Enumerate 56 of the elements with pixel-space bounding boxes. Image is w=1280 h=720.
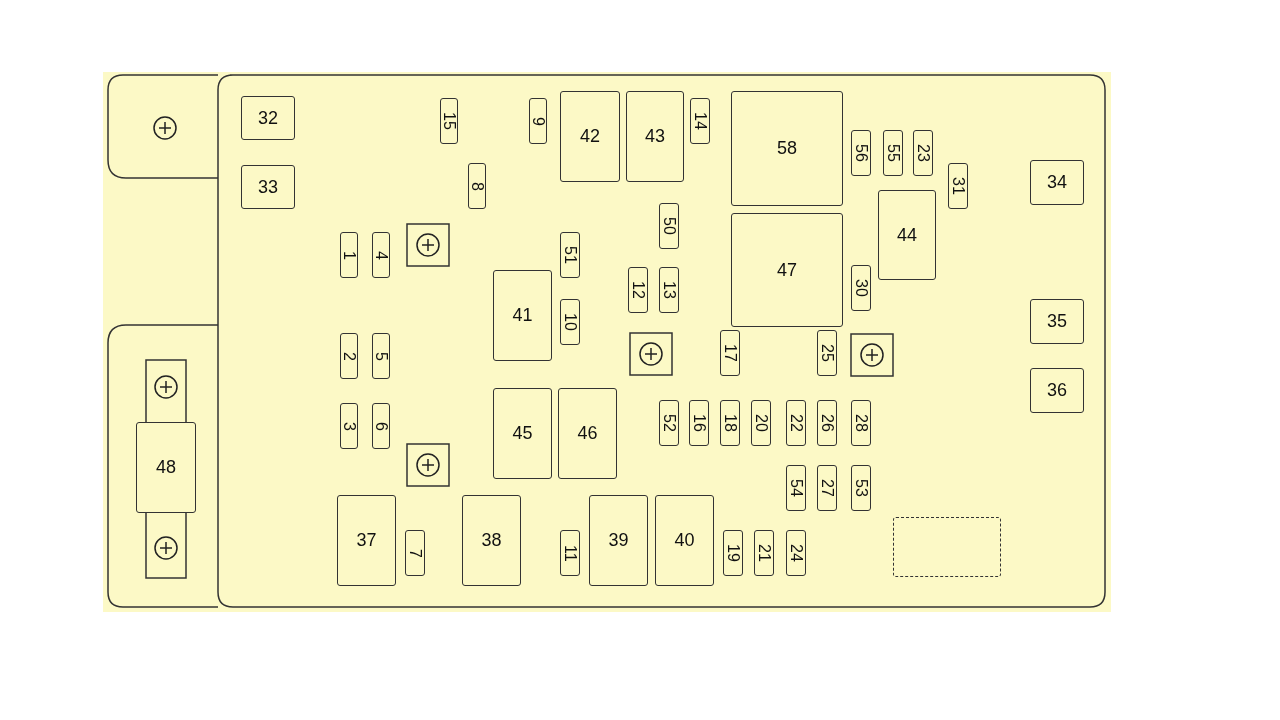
fuse-slot: 6: [372, 403, 390, 449]
fuse-slot: 11: [560, 530, 580, 576]
fuse-slot: 31: [948, 163, 968, 209]
fuse-slot: 1: [340, 232, 358, 278]
fuse-slot: 50: [659, 203, 679, 249]
relay-slot: 45: [493, 388, 552, 479]
fuse-slot: 5: [372, 333, 390, 379]
fuse-slot: 21: [754, 530, 774, 576]
relay-slot: 32: [241, 96, 295, 140]
relay-slot: 37: [337, 495, 396, 586]
fuse-slot: 16: [689, 400, 709, 446]
relay-slot: 44: [878, 190, 936, 280]
relay-slot: 42: [560, 91, 620, 182]
fuse-slot: 27: [817, 465, 837, 511]
fuse-slot: 28: [851, 400, 871, 446]
fuse-slot: 20: [751, 400, 771, 446]
fuse-slot: 7: [405, 530, 425, 576]
relay-slot: 33: [241, 165, 295, 209]
fuse-slot: 56: [851, 130, 871, 176]
relay-slot: 38: [462, 495, 521, 586]
fuse-slot: 26: [817, 400, 837, 446]
fuse-slot: 2: [340, 333, 358, 379]
relay-slot: 46: [558, 388, 617, 479]
fuse-slot: 3: [340, 403, 358, 449]
fuse-slot: 24: [786, 530, 806, 576]
fuse-slot: 14: [690, 98, 710, 144]
relay-slot: 47: [731, 213, 843, 327]
fuse-slot: 53: [851, 465, 871, 511]
fuse-slot: 51: [560, 232, 580, 278]
fuse-slot: 13: [659, 267, 679, 313]
fuse-slot: 10: [560, 299, 580, 345]
fuse-slot: 22: [786, 400, 806, 446]
relay-slot: 34: [1030, 160, 1084, 205]
fuse-slot: 30: [851, 265, 871, 311]
fuse-slot: 15: [440, 98, 458, 144]
fuse-slot: 17: [720, 330, 740, 376]
relay-slot: 36: [1030, 368, 1084, 413]
fuse-slot: 8: [468, 163, 486, 209]
relay-slot: 39: [589, 495, 648, 586]
relay-slot: 35: [1030, 299, 1084, 344]
dashed-outline: [893, 517, 1001, 577]
relay-slot: 41: [493, 270, 552, 361]
relay-slot: 48: [136, 422, 196, 513]
fuse-slot: 25: [817, 330, 837, 376]
fuse-slot: 52: [659, 400, 679, 446]
fuse-slot: 9: [529, 98, 547, 144]
fuse-slot: 4: [372, 232, 390, 278]
fuse-slot: 12: [628, 267, 648, 313]
relay-slot: 58: [731, 91, 843, 206]
relay-slot: 40: [655, 495, 714, 586]
relay-slot: 43: [626, 91, 684, 182]
fuse-slot: 54: [786, 465, 806, 511]
fuse-slot: 55: [883, 130, 903, 176]
fuse-slot: 19: [723, 530, 743, 576]
fuse-slot: 18: [720, 400, 740, 446]
fuse-slot: 23: [913, 130, 933, 176]
